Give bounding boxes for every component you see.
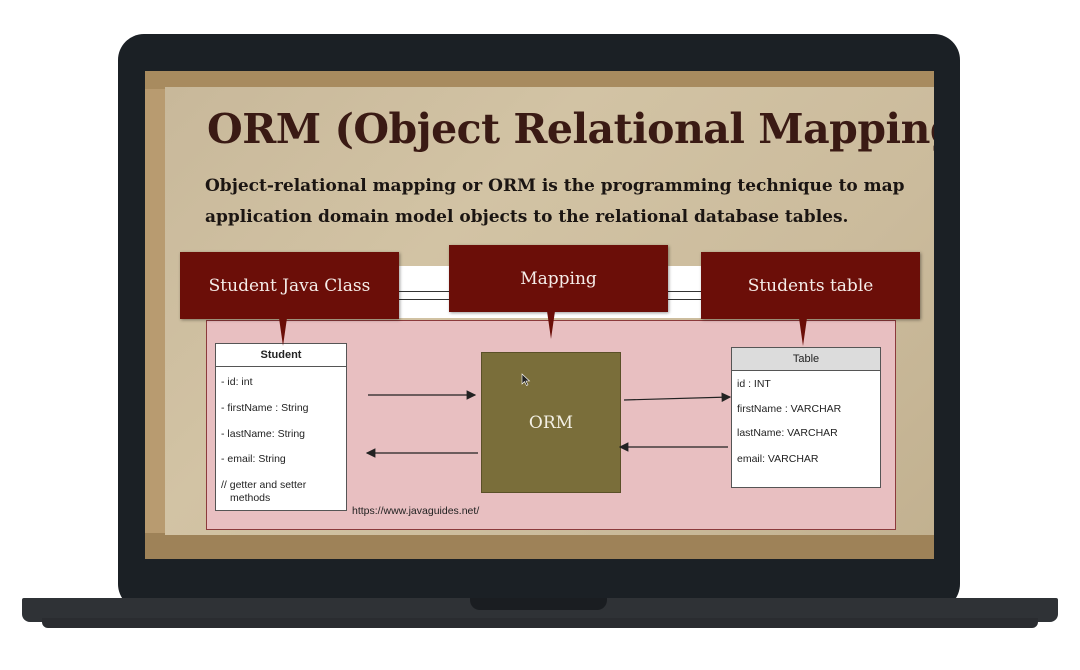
student-field-lastname: - lastName: String — [221, 428, 306, 440]
callout-tail — [547, 311, 555, 339]
student-field-id: - id: int — [221, 376, 253, 388]
band-line — [395, 299, 455, 300]
slide-description-line-2: application domain model objects to the … — [205, 207, 849, 227]
laptop-screen: ORM (Object Relational Mapping) Object-r… — [145, 71, 934, 559]
screen-top-strip — [145, 71, 934, 89]
student-field-firstname: - firstName : String — [221, 402, 309, 414]
callout-mapping-label: Mapping — [520, 268, 597, 289]
student-class-header: Student — [216, 344, 346, 367]
orm-label: ORM — [528, 412, 574, 433]
arrow-orm-to-table — [623, 392, 732, 403]
orm-box: ORM — [481, 352, 621, 493]
slide-description: Object-relational mapping or ORM is the … — [205, 171, 905, 233]
table-column-id: id : INT — [737, 378, 771, 390]
band-line — [665, 299, 705, 300]
student-class-box: Student - id: int - firstName : String -… — [215, 343, 347, 511]
laptop-hinge-notch — [470, 598, 607, 610]
band-line — [665, 291, 705, 292]
database-table-header: Table — [732, 348, 880, 371]
callout-students-table: Students table — [701, 252, 920, 319]
database-table-box: Table id : INT firstName : VARCHAR lastN… — [731, 347, 881, 488]
source-url: https://www.javaguides.net/ — [352, 505, 480, 517]
callout-tail — [279, 318, 287, 346]
table-column-firstname: firstName : VARCHAR — [737, 403, 842, 415]
callout-student-java-class: Student Java Class — [180, 252, 399, 319]
callout-tail — [799, 318, 807, 346]
callout-students-table-label: Students table — [747, 275, 874, 296]
slide-title: ORM (Object Relational Mapping) — [207, 105, 934, 153]
callout-student-java-class-label: Student Java Class — [208, 275, 371, 296]
student-note-line-1: // getter and setter — [221, 479, 307, 491]
slide-description-line-1: Object-relational mapping or ORM is the … — [205, 176, 905, 196]
student-field-email: - email: String — [221, 453, 286, 465]
table-column-email: email: VARCHAR — [737, 453, 819, 465]
band-line — [395, 291, 455, 292]
flow-arrows — [365, 390, 732, 458]
mouse-cursor-icon — [521, 373, 531, 386]
table-column-lastname: lastName: VARCHAR — [737, 427, 838, 439]
laptop-base-foot — [42, 618, 1038, 628]
student-note-line-2: methods — [230, 492, 271, 504]
screen-bottom-strip — [145, 533, 934, 559]
callout-mapping: Mapping — [449, 245, 668, 312]
